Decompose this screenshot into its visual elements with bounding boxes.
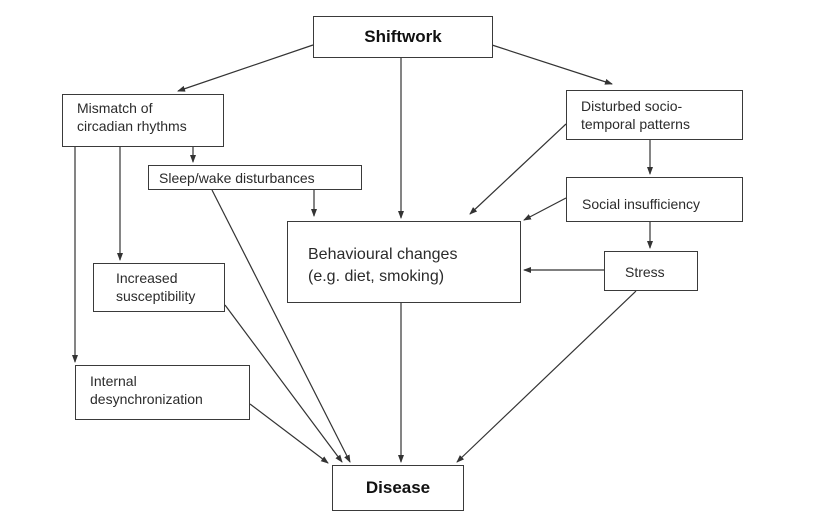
node-internal: Internal desynchronization bbox=[75, 365, 250, 420]
node-disturbed-label: Disturbed socio- temporal patterns bbox=[581, 98, 690, 132]
node-mismatch: Mismatch of circadian rhythms bbox=[62, 94, 224, 147]
node-stress: Stress bbox=[604, 251, 698, 291]
node-sleep-wake: Sleep/wake disturbances bbox=[148, 165, 362, 190]
node-increased-label: Increased susceptibility bbox=[116, 270, 196, 304]
node-mismatch-label: Mismatch of circadian rhythms bbox=[77, 100, 187, 134]
arrow-shiftwork-to-mismatch bbox=[177, 44, 314, 92]
node-behavioural-label: Behavioural changes (e.g. diet, smoking) bbox=[308, 246, 458, 285]
node-sleep-wake-label: Sleep/wake disturbances bbox=[159, 170, 315, 186]
node-disease-label: Disease bbox=[365, 478, 431, 497]
arrow-disturbed-to-behavioural bbox=[469, 123, 567, 215]
arrow-stress-to-disease bbox=[456, 290, 637, 463]
node-internal-label: Internal desynchronization bbox=[90, 373, 203, 407]
arrow-shiftwork-to-disturbed bbox=[491, 44, 613, 85]
node-disturbed: Disturbed socio- temporal patterns bbox=[566, 90, 743, 140]
node-shiftwork-label: Shiftwork bbox=[364, 27, 442, 46]
arrow-internal-to-disease bbox=[249, 403, 329, 464]
node-shiftwork: Shiftwork bbox=[313, 16, 493, 58]
node-disease: Disease bbox=[332, 465, 464, 511]
node-social: Social insufficiency bbox=[566, 177, 743, 222]
arrow-social-to-behavioural bbox=[523, 197, 567, 221]
node-social-label: Social insufficiency bbox=[582, 196, 701, 212]
node-behavioural: Behavioural changes (e.g. diet, smoking) bbox=[287, 221, 521, 303]
node-increased: Increased susceptibility bbox=[93, 263, 225, 312]
node-stress-label: Stress bbox=[625, 264, 665, 280]
